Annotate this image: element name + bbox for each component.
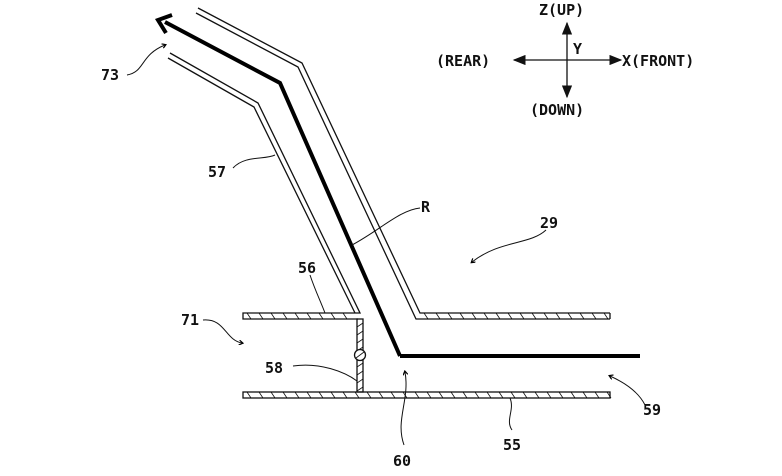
- axis-down-label: (DOWN): [530, 101, 584, 119]
- label-71: 71: [181, 311, 199, 329]
- axis-y-label: Y: [573, 40, 582, 58]
- label-58: 58: [265, 359, 283, 377]
- flow-arrowhead-icon: [155, 13, 173, 35]
- axis-rear-label: (REAR): [436, 52, 490, 70]
- label-59: 59: [643, 401, 661, 419]
- label-55: 55: [503, 436, 521, 454]
- label-29: 29: [540, 214, 558, 232]
- support-post-58: [353, 318, 367, 393]
- flow-path-r: [164, 20, 402, 357]
- axis-x-label: X(FRONT): [622, 52, 694, 70]
- axis-z-label: Z(UP): [539, 1, 584, 19]
- lower-duct-wall-57: [167, 52, 362, 320]
- upper-duct-wall: [195, 7, 611, 320]
- leader-lines: [126, 45, 646, 446]
- axis-indicator: Z(UP) Y (REAR) X(FRONT) (DOWN): [436, 1, 694, 119]
- bottom-plate-55: [242, 391, 611, 399]
- label-60: 60: [393, 452, 411, 470]
- label-r: R: [421, 198, 431, 216]
- label-56: 56: [298, 259, 316, 277]
- label-73: 73: [101, 66, 119, 84]
- label-57: 57: [208, 163, 226, 181]
